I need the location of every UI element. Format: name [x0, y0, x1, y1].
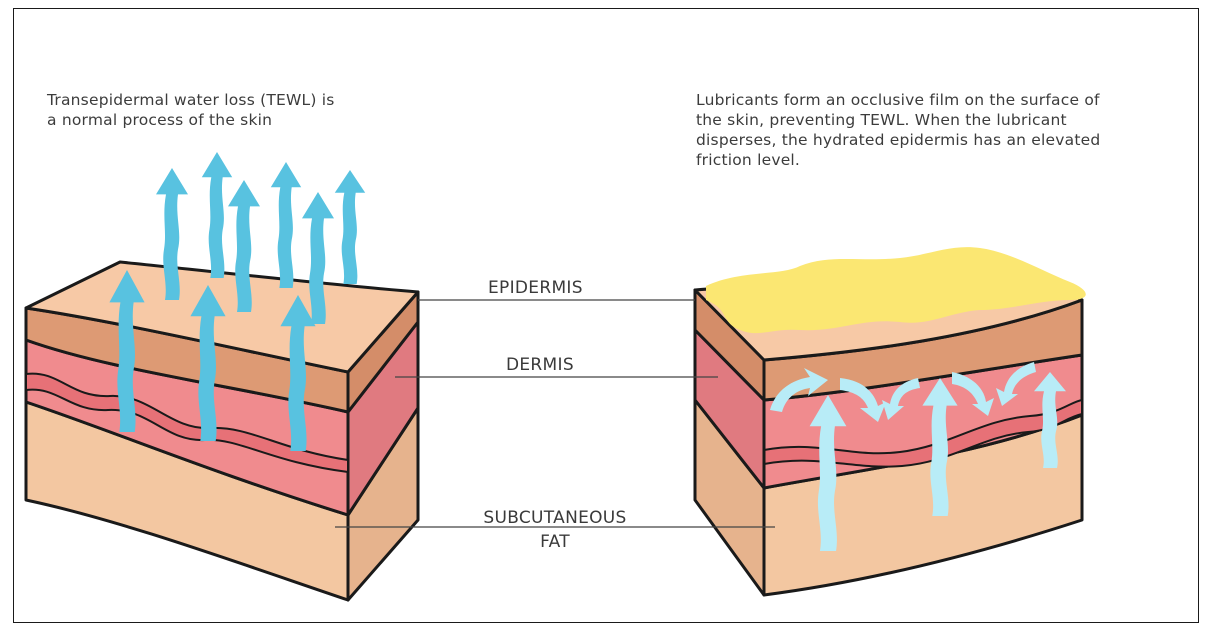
label-subcutaneous-text: SUBCUTANEOUS: [440, 506, 670, 530]
label-epidermis: EPIDERMIS: [488, 276, 618, 300]
label-epidermis-text: EPIDERMIS: [488, 278, 583, 298]
label-subcutaneous-fat: SUBCUTANEOUS FAT: [440, 506, 670, 554]
label-dermis: DERMIS: [506, 353, 616, 377]
water-loss-arrow-icon: [335, 170, 365, 284]
water-loss-arrow-icon: [202, 152, 232, 278]
label-dermis-text: DERMIS: [506, 355, 574, 375]
water-loss-arrow-icon: [271, 162, 301, 288]
label-fat-text: FAT: [440, 530, 670, 554]
